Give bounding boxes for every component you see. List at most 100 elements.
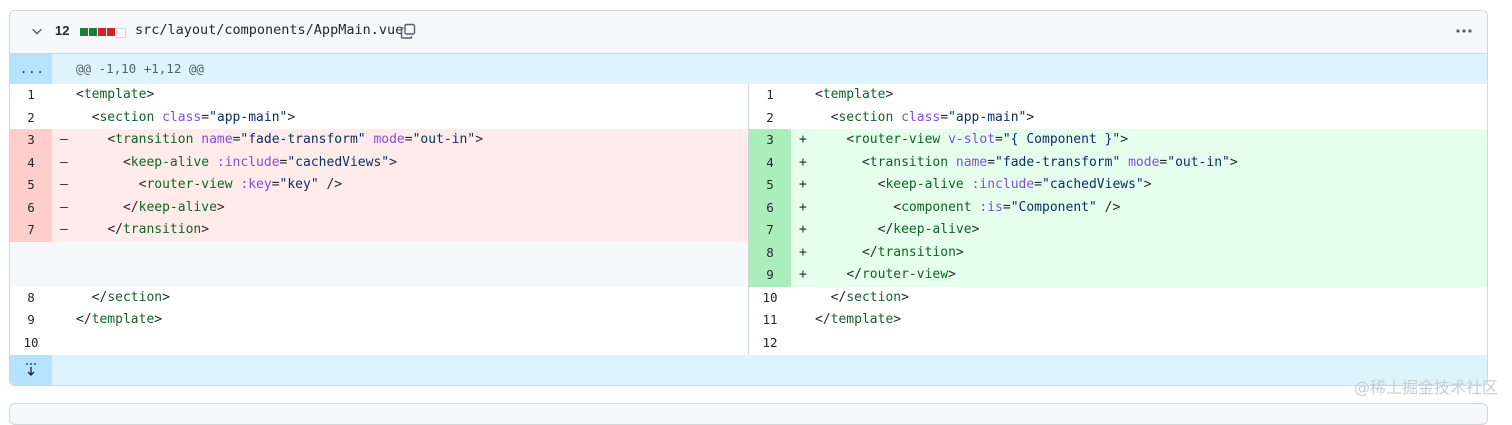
line-number[interactable]: 2 [27,109,35,125]
line-number[interactable]: 1 [27,87,35,102]
code-text: <router-view v-slot="{ Component }"> [846,132,1129,147]
line-number[interactable]: 4 [10,151,52,174]
diffstat-block [107,28,115,36]
code-text: </transition> [107,222,210,237]
file-path[interactable]: src/layout/components/AppMain.vue [135,22,404,38]
right-diff-line: 2 <section class="app-main"> [749,107,1487,130]
line-number[interactable]: 9 [749,264,791,287]
right-diff-line: 1 <template> [749,84,1487,107]
diffstat-block [116,28,126,38]
diffstat [80,28,126,38]
file-header: 12 src/layout/components/AppMain.vue [10,11,1487,54]
line-number[interactable]: 8 [749,241,791,264]
line-number [10,264,52,287]
more-options-icon[interactable] [1455,23,1473,39]
right-diff-line: 7 + </keep-alive> [749,219,1487,242]
line-number[interactable]: 7 [749,219,791,242]
right-diff-line: 8 + </transition> [749,241,1487,264]
line-number[interactable]: 10 [23,334,39,350]
code-text: <transition name="fade-transform" mode="… [107,132,484,147]
changes-count: 12 [55,23,70,38]
line-number[interactable]: 4 [749,151,791,174]
left-diff-line: 9 </template> [10,309,748,332]
next-file-card [9,403,1488,425]
left-diff-line: 8 </section> [10,287,748,310]
right-diff-line: 5 + <keep-alive :include="cachedViews"> [749,174,1487,197]
code-text: </router-view> [846,267,956,282]
line-number[interactable]: 11 [762,312,778,327]
line-number[interactable]: 9 [27,312,35,327]
diff-sign: + [799,267,807,282]
line-number[interactable]: 6 [10,196,52,219]
right-diff-line: 3 + <router-view v-slot="{ Component }"> [749,129,1487,152]
copy-icon[interactable] [400,23,416,39]
left-diff-line [10,264,748,287]
diff-sign: + [799,154,807,170]
left-diff-line: 10 [10,332,748,355]
diff-right-side: 1<template>2 <section class="app-main">3… [748,84,1487,355]
left-diff-line: 3– <transition name="fade-transform" mod… [10,129,748,152]
diff-sign: – [60,222,68,237]
diff-sign: – [60,154,68,170]
code-text: <transition name="fade-transform" mode="… [861,154,1238,170]
code-text: <section class="app-main"> [830,109,1035,125]
diffstat-block [98,28,106,36]
left-diff-line: 5– <router-view :key="key" /> [10,174,748,197]
expand-row [10,355,1487,385]
diff-left-side: 1 <template> 2 <section class="app-main">3… [10,84,748,355]
left-diff-line [10,241,748,265]
code-text: <template> [76,87,155,102]
code-text: </section> [830,289,909,305]
diff-sign: + [799,244,807,260]
diff-sign: – [60,199,68,215]
line-number [10,242,52,265]
line-number[interactable]: 3 [10,129,52,152]
diff-sign: + [799,222,807,237]
right-diff-line: 6 + <component :is="Component" /> [749,196,1487,219]
diff-sign: + [799,132,807,147]
right-diff-line: 10 </section> [749,287,1487,310]
line-number[interactable]: 10 [762,289,778,305]
hunk-range: @@ -1,10 +1,12 @@ [76,61,204,76]
diffstat-block [89,28,97,36]
watermark: @稀土掘金技术社区 [1353,378,1498,397]
code-text: </keep-alive> [877,222,980,237]
line-number[interactable]: 1 [766,87,774,102]
left-diff-line: 7– </transition> [10,219,748,242]
code-text: <router-view :key="key" /> [138,177,343,192]
line-number[interactable]: 7 [10,219,52,242]
right-diff-line: 12 [749,332,1487,355]
left-diff-line: 2 <section class="app-main"> [10,107,748,130]
diff-sign: + [799,199,807,215]
code-text: </template> [815,312,902,327]
line-number[interactable]: 8 [27,289,35,305]
code-text: </section> [91,289,170,305]
line-number[interactable]: 3 [749,129,791,152]
line-number[interactable]: 5 [10,174,52,197]
diff-sign: + [799,177,807,192]
left-diff-line: 6– </keep-alive> [10,196,748,219]
expand-up-button[interactable]: ... [10,54,52,84]
expand-ellipsis: ... [20,62,45,76]
diff-sign: – [60,177,68,192]
code-text: </transition> [861,244,964,260]
line-number[interactable]: 5 [749,174,791,197]
right-diff-line: 4 + <transition name="fade-transform" mod… [749,151,1487,174]
chevron-down-icon[interactable] [30,24,44,38]
expand-down-button[interactable] [10,355,52,385]
hunk-header: ... @@ -1,10 +1,12 @@ [10,54,1487,84]
diffstat-block [80,28,88,36]
code-text: <keep-alive :include="cachedViews"> [877,177,1152,192]
code-text: <template> [815,87,894,102]
line-number[interactable]: 6 [749,196,791,219]
line-number[interactable]: 12 [762,334,778,350]
right-diff-line: 11 </template> [749,309,1487,332]
line-number[interactable]: 2 [766,109,774,125]
code-text: </template> [76,312,163,327]
code-text: <component :is="Component" /> [893,199,1121,215]
diff-sign: – [60,132,68,147]
code-text: <keep-alive :include="cachedViews"> [122,154,397,170]
expand-down-icon [26,363,36,376]
left-diff-line: 4– <keep-alive :include="cachedViews"> [10,151,748,174]
left-diff-line: 1 <template> [10,84,748,107]
